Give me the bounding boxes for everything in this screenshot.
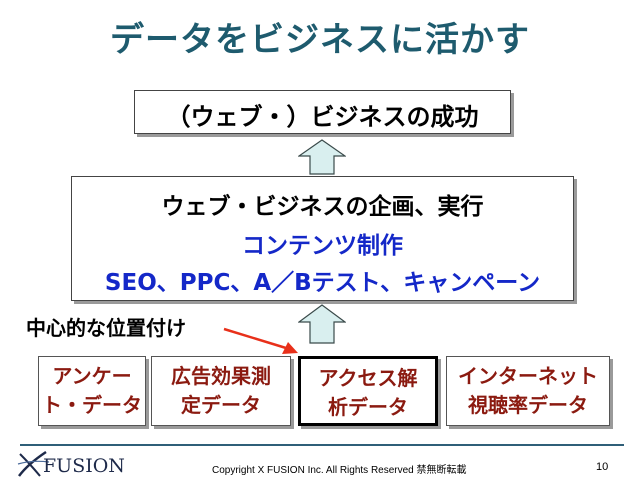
internet-ratings-data-box: インターネット 視聴率データ	[446, 356, 610, 426]
survey-data-line2: ト・データ	[42, 393, 142, 417]
access-analytics-data-box: アクセス解 析データ	[298, 356, 438, 426]
xfusion-logo-icon	[17, 450, 50, 477]
access-analytics-line1: アクセス解	[318, 366, 418, 390]
central-position-label: 中心的な位置付け	[26, 316, 186, 340]
internet-ratings-line1: インターネット	[458, 364, 598, 388]
business-success-box: （ウェブ・）ビジネスの成功	[134, 90, 511, 134]
pointer-arrow-icon	[223, 327, 298, 354]
access-analytics-line2: 析データ	[328, 395, 408, 419]
ad-effect-data-line2: 定データ	[181, 393, 261, 417]
copyright-text: Copyright X FUSION Inc. All Rights Reser…	[212, 465, 467, 476]
internet-ratings-line2: 視聴率データ	[468, 393, 588, 417]
footer-divider	[20, 444, 624, 446]
slide-title: データをビジネスに活かす	[110, 20, 530, 60]
ad-effect-data-box: 広告効果測 定データ	[151, 356, 291, 426]
plan-line-planning: ウェブ・ビジネスの企画、実行	[161, 194, 484, 220]
ad-effect-data-line1: 広告効果測	[171, 364, 271, 388]
business-success-text: （ウェブ・）ビジネスの成功	[166, 103, 479, 131]
survey-data-box: アンケー ト・データ	[38, 356, 146, 426]
page-number: 10	[596, 461, 609, 473]
plan-line-content: コンテンツ制作	[242, 233, 403, 259]
survey-data-line1: アンケー	[52, 364, 132, 388]
web-business-plan-box: ウェブ・ビジネスの企画、実行 コンテンツ制作 SEO、PPC、A／Bテスト、キャ…	[71, 176, 574, 301]
company-logo-text: FUSION	[43, 455, 125, 477]
up-arrow-icon	[298, 304, 346, 344]
plan-line-tactics: SEO、PPC、A／Bテスト、キャンペーン	[104, 270, 541, 296]
up-arrow-icon	[298, 139, 346, 175]
